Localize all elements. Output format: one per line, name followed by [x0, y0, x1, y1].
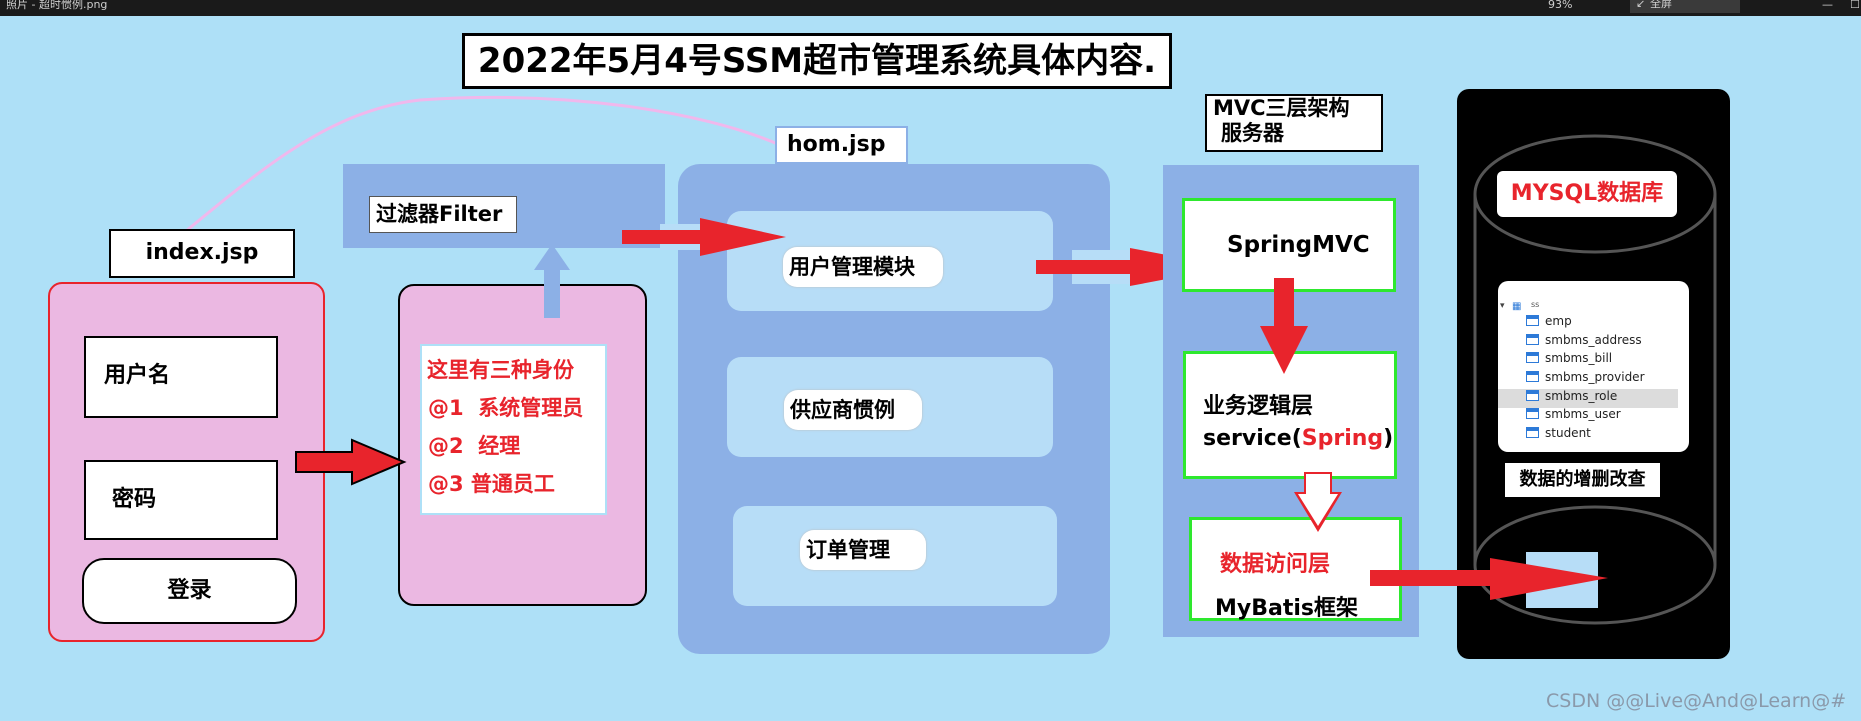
database-tree-icon: ▦	[1512, 301, 1522, 312]
database-cylinder	[1473, 134, 1717, 625]
role-item: @2 经理	[428, 434, 521, 458]
mvc-title-line2: 服务器	[1221, 121, 1284, 145]
password-field[interactable]: 密码	[84, 460, 278, 540]
zoom-level[interactable]: 93%	[1548, 0, 1573, 11]
dao-line1: 数据访问层	[1220, 552, 1331, 577]
service-line2: service(Spring)	[1203, 426, 1393, 451]
role-item: @3 普通员工	[428, 472, 555, 496]
table-row[interactable]: smbms_bill	[1526, 351, 1645, 370]
roles-box	[420, 344, 607, 515]
dao-box: 数据访问层 MyBatis框架	[1189, 517, 1402, 621]
service-spring: Spring	[1301, 426, 1384, 451]
table-icon	[1526, 408, 1539, 420]
table-row[interactable]: emp	[1526, 314, 1645, 333]
service-line1: 业务逻辑层	[1203, 394, 1314, 419]
table-name: smbms_provider	[1545, 370, 1645, 385]
selected-row-highlight	[1498, 389, 1678, 408]
table-icon	[1526, 333, 1539, 345]
csdn-watermark: CSDN @@Live@And@Learn@#	[1546, 690, 1847, 712]
table-row[interactable]: smbms_provider	[1526, 370, 1645, 389]
username-field[interactable]: 用户名	[84, 336, 278, 418]
user-to-springmvc-arrow	[1036, 248, 1230, 286]
springmvc-box: SpringMVC	[1182, 198, 1396, 292]
table-row[interactable]: smbms_address	[1526, 333, 1645, 352]
window-titlebar: 照片 - 超时惯例.png 93% ↙ 全屏 — ☐	[0, 0, 1861, 16]
mysql-label: MYSQL数据库	[1497, 171, 1677, 217]
table-name: student	[1545, 426, 1591, 441]
table-row[interactable]: student	[1526, 426, 1645, 445]
crud-label: 数据的增删改查	[1505, 463, 1660, 497]
user-module-label[interactable]: 用户管理模块	[783, 247, 943, 287]
table-row-selected[interactable]: smbms_role	[1526, 389, 1645, 408]
window-title: 照片 - 超时惯例.png	[6, 0, 108, 11]
filter-label: 过滤器Filter	[369, 196, 517, 233]
tree-collapse-icon[interactable]: ▾	[1500, 301, 1505, 311]
service-box: 业务逻辑层 service(Spring)	[1183, 351, 1397, 479]
service-suffix: )	[1383, 426, 1394, 451]
table-list: ▾ ▦ ss emp smbms_address smbms_bill smbm…	[1498, 281, 1689, 452]
table-icon	[1526, 371, 1539, 383]
mvc-title-box: MVC三层架构 服务器	[1205, 94, 1383, 152]
service-prefix: service(	[1203, 426, 1302, 451]
table-icon	[1526, 427, 1539, 439]
table-row[interactable]: smbms_user	[1526, 407, 1645, 426]
login-arrow	[295, 438, 407, 486]
springmvc-to-service-arrow	[1260, 278, 1308, 374]
dao-to-db-arrow	[1370, 552, 1608, 608]
table-icon	[1526, 352, 1539, 364]
table-icon	[1526, 315, 1539, 326]
role-item: @1 系统管理员	[428, 396, 584, 420]
table-name: smbms_bill	[1545, 351, 1613, 366]
fullscreen-label: 全屏	[1650, 0, 1672, 10]
service-to-dao-arrow	[1294, 472, 1342, 532]
mvc-title-line1: MVC三层架构	[1213, 96, 1350, 120]
minimize-icon[interactable]: —	[1822, 0, 1833, 11]
maximize-icon[interactable]: ☐	[1850, 0, 1860, 11]
table-icon	[1526, 389, 1539, 401]
dao-line2: MyBatis框架	[1215, 596, 1359, 621]
table-rows: emp smbms_address smbms_bill smbms_provi…	[1526, 314, 1645, 445]
roles-heading: 这里有三种身份	[427, 358, 574, 382]
hom-jsp-label: hom.jsp	[775, 126, 908, 164]
index-jsp-label: index.jsp	[109, 229, 295, 278]
up-arrow	[534, 244, 570, 318]
table-name: smbms_role	[1545, 388, 1618, 403]
table-name: smbms_user	[1545, 407, 1621, 422]
login-button[interactable]: 登录	[82, 558, 297, 624]
table-name: emp	[1545, 314, 1572, 328]
tree-root-label: ss	[1531, 300, 1540, 309]
table-name: smbms_address	[1545, 332, 1642, 347]
fullscreen-icon: ↙	[1636, 0, 1646, 10]
filter-to-user-arrow	[622, 218, 786, 256]
supplier-module-label[interactable]: 供应商惯例	[784, 390, 922, 430]
order-module-label[interactable]: 订单管理	[800, 530, 926, 570]
diagram-title: 2022年5月4号SSM超市管理系统具体内容.	[462, 33, 1172, 89]
fullscreen-button[interactable]: ↙ 全屏	[1630, 0, 1740, 13]
